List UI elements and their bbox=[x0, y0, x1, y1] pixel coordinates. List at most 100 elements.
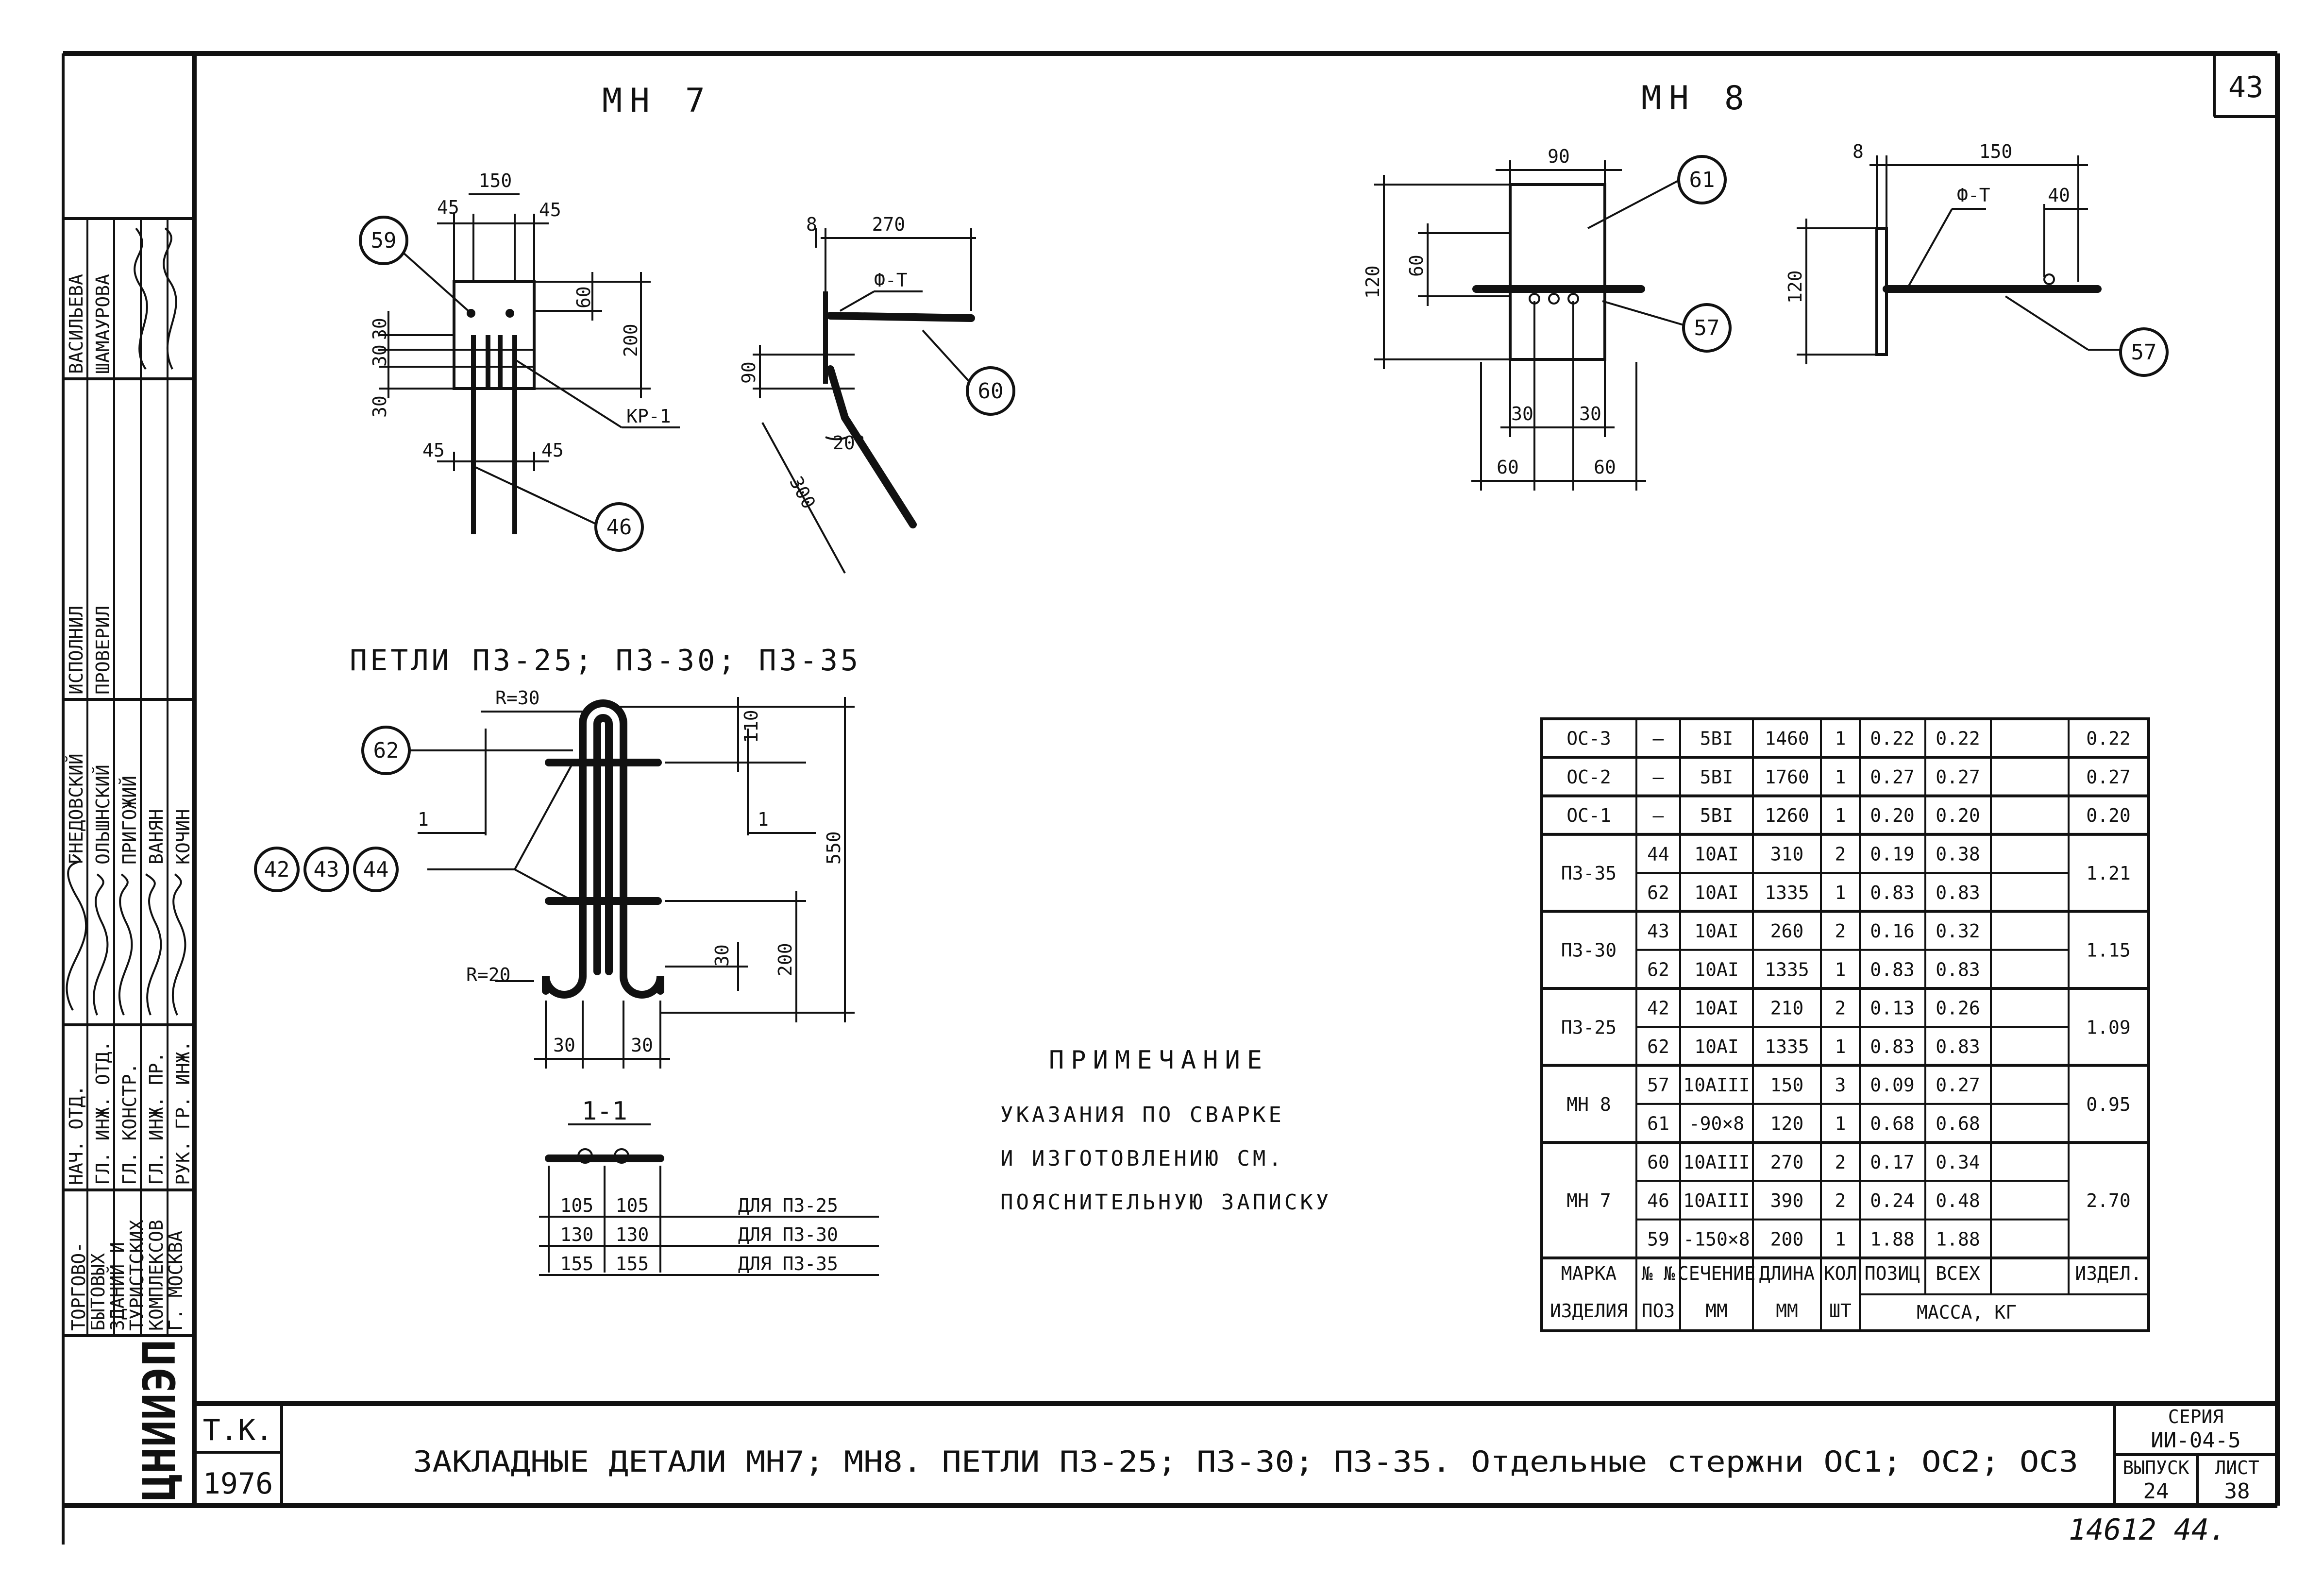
svg-text:КОМПЛЕКСОВ: КОМПЛЕКСОВ bbox=[146, 1220, 167, 1331]
stamp-signatures bbox=[66, 227, 186, 1016]
svg-text:№ №: № № bbox=[1642, 1263, 1675, 1284]
svg-text:Ф-Т: Ф-Т bbox=[874, 270, 908, 291]
svg-text:ММ: ММ bbox=[1776, 1300, 1798, 1322]
loops-dims: R=30 R=20 110 550 30 200 30 30 1 1 bbox=[418, 687, 844, 1056]
note-line-3: ПОЯСНИТЕЛЬНУЮ ЗАПИСКУ bbox=[1000, 1190, 1331, 1215]
svg-text:30: 30 bbox=[631, 1035, 653, 1056]
svg-text:СЕЧЕНИЕ: СЕЧЕНИЕ bbox=[1678, 1263, 1755, 1284]
table-cell-qty: 1 bbox=[1835, 766, 1846, 788]
svg-text:110: 110 bbox=[741, 710, 762, 743]
svg-text:ПРОВЕРИЛ: ПРОВЕРИЛ bbox=[92, 606, 114, 695]
table-cell-pos: 62 bbox=[1647, 959, 1669, 980]
table-cell-mark: П3-25 bbox=[1561, 1017, 1617, 1038]
svg-text:150: 150 bbox=[1979, 141, 2013, 162]
table-cell-len: 150 bbox=[1770, 1074, 1804, 1096]
table-cell-item-mass: 0.95 bbox=[2086, 1094, 2131, 1115]
loops-elevation bbox=[403, 697, 855, 1069]
table-cell-sec: 10АI bbox=[1694, 882, 1739, 903]
mn7-side-dims: 8 270 Ф-Т 90 300 20° bbox=[738, 214, 908, 512]
mn7-front-dims: 150 45 45 45 45 30 30 30 60 200 КР-1 bbox=[369, 170, 671, 461]
svg-text:270: 270 bbox=[872, 214, 906, 235]
svg-text:60: 60 bbox=[978, 379, 1004, 404]
svg-text:200: 200 bbox=[620, 323, 641, 357]
table-cell-qty: 1 bbox=[1835, 882, 1846, 903]
note-line-2: И ИЗГОТОВЛЕНИЮ СМ. bbox=[1000, 1146, 1284, 1171]
svg-text:61: 61 bbox=[1689, 168, 1715, 192]
svg-text:42: 42 bbox=[264, 857, 290, 882]
callout-42: 42 bbox=[254, 847, 300, 892]
svg-text:ШТ: ШТ bbox=[1829, 1300, 1852, 1322]
tk-label: Т.К. bbox=[203, 1413, 273, 1447]
svg-text:ВАСИЛЬЕВА: ВАСИЛЬЕВА bbox=[66, 274, 87, 374]
table-cell-pos: — bbox=[1653, 728, 1664, 749]
table-cell-len: 210 bbox=[1770, 998, 1804, 1019]
svg-text:59: 59 bbox=[371, 228, 397, 253]
callout-57-side: 57 bbox=[2119, 327, 2169, 377]
issue-label: ВЫПУСК bbox=[2122, 1457, 2189, 1478]
table-cell-qty: 1 bbox=[1835, 805, 1846, 826]
issue-value: 24 bbox=[2143, 1479, 2169, 1504]
callout-44: 44 bbox=[353, 847, 399, 892]
svg-text:45: 45 bbox=[422, 440, 445, 461]
table-cell-m-all: 0.68 bbox=[1936, 1113, 1980, 1135]
series-label: СЕРИЯ bbox=[2168, 1406, 2223, 1427]
svg-text:60: 60 bbox=[1594, 457, 1616, 478]
table-cell-m-all: 0.27 bbox=[1936, 1074, 1980, 1096]
callout-59: 59 bbox=[359, 216, 408, 265]
table-cell-len: 260 bbox=[1770, 920, 1804, 942]
table-cell-sec: 10АIII bbox=[1683, 1074, 1750, 1096]
table-cell-m-pos: 0.22 bbox=[1870, 728, 1915, 749]
table-cell-qty: 1 bbox=[1835, 728, 1846, 749]
svg-text:550: 550 bbox=[823, 831, 844, 865]
left-stamp bbox=[63, 217, 194, 1337]
svg-text:105: 105 bbox=[560, 1195, 594, 1216]
svg-text:8: 8 bbox=[1852, 141, 1864, 162]
table-cell-sec: 10АIII bbox=[1683, 1152, 1750, 1173]
table-cell-len: 270 bbox=[1770, 1152, 1804, 1173]
table-cell-m-all: 0.83 bbox=[1936, 882, 1980, 903]
svg-text:ПОЗ: ПОЗ bbox=[1642, 1300, 1675, 1322]
table-cell-pos: 60 bbox=[1647, 1152, 1669, 1173]
table-cell-mark: ОС-2 bbox=[1566, 766, 1611, 788]
svg-text:30: 30 bbox=[1579, 403, 1601, 424]
table-cell-mark: П3-30 bbox=[1561, 940, 1617, 961]
stamp-logo: ЦНИИЭП bbox=[134, 1340, 185, 1501]
table-cell-item-mass: 0.27 bbox=[2086, 766, 2131, 788]
svg-text:ИЗДЕЛ.: ИЗДЕЛ. bbox=[2075, 1263, 2141, 1284]
table-cell-sec: 10АI bbox=[1694, 959, 1739, 980]
svg-text:155: 155 bbox=[560, 1253, 594, 1274]
stamp-upper-names: ВАСИЛЬЕВА ШАМАУРОВА ИСПОЛНИЛ ПРОВЕРИЛ ГН… bbox=[66, 274, 194, 1185]
table-cell-pos: 42 bbox=[1647, 998, 1669, 1019]
svg-text:57: 57 bbox=[2131, 340, 2157, 365]
stamp-organization: ТОРГОВО- БЫТОВЫХ ЗДАНИЙ И ТУРИСТСКИХ КОМ… bbox=[68, 1220, 186, 1331]
table-cell-m-all: 0.48 bbox=[1936, 1190, 1980, 1211]
svg-text:МАРКА: МАРКА bbox=[1561, 1263, 1617, 1284]
table-cell-pos: — bbox=[1653, 766, 1664, 788]
footer-handwritten-number: 14612 44. bbox=[2069, 1513, 2226, 1547]
svg-text:ОЛЬШНСКИЙ: ОЛЬШНСКИЙ bbox=[92, 764, 114, 865]
svg-text:КОЛ: КОЛ bbox=[1824, 1263, 1857, 1284]
table-cell-m-pos: 1.88 bbox=[1870, 1228, 1915, 1250]
svg-text:ДЛЯ П3-35: ДЛЯ П3-35 bbox=[738, 1253, 838, 1274]
sheet-frame bbox=[62, 51, 2280, 1545]
svg-text:ИСПОЛНИЛ: ИСПОЛНИЛ bbox=[66, 606, 87, 695]
svg-text:30: 30 bbox=[1511, 403, 1533, 424]
table-cell-mark: ОС-3 bbox=[1566, 728, 1611, 749]
table-cell-m-all: 0.20 bbox=[1936, 805, 1980, 826]
table-cell-m-pos: 0.16 bbox=[1870, 920, 1915, 942]
section-1-1-rows: 105 105 ДЛЯ П3-25 130 130 ДЛЯ П3-30 155 … bbox=[560, 1195, 838, 1274]
svg-text:60: 60 bbox=[1406, 255, 1427, 277]
table-cell-m-pos: 0.83 bbox=[1870, 882, 1915, 903]
drawing-title: ЗАКЛАДНЫЕ ДЕТАЛИ МН7; МН8. ПЕТЛИ П3-25; … bbox=[413, 1445, 2078, 1479]
table-cell-len: 390 bbox=[1770, 1190, 1804, 1211]
svg-text:ДЛИНА: ДЛИНА bbox=[1759, 1263, 1815, 1284]
svg-text:44: 44 bbox=[363, 857, 389, 882]
table-cell-qty: 2 bbox=[1835, 1152, 1846, 1173]
callout-60: 60 bbox=[966, 366, 1015, 416]
svg-text:БЫТОВЫХ: БЫТОВЫХ bbox=[87, 1253, 109, 1331]
svg-text:R=30: R=30 bbox=[495, 687, 540, 709]
table-cell-len: 1335 bbox=[1765, 882, 1809, 903]
table-cell-item-mass: 2.70 bbox=[2086, 1190, 2131, 1211]
table-cell-m-all: 0.83 bbox=[1936, 1036, 1980, 1057]
